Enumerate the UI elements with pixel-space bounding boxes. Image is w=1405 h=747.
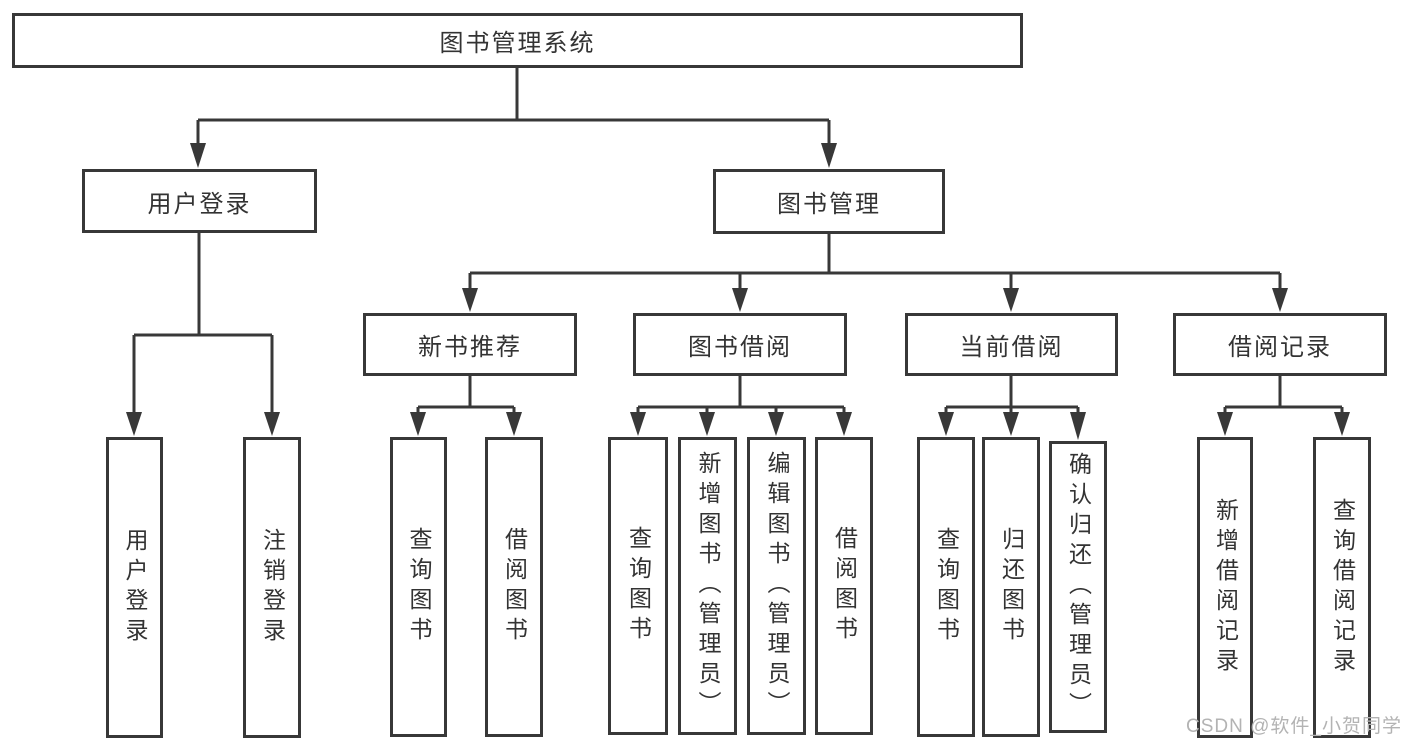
node-current-borrow: 当前借阅 bbox=[905, 313, 1118, 376]
leaf-return-book-label: 归还图书 bbox=[998, 527, 1025, 647]
leaf-add-record: 新增借阅记录 bbox=[1197, 437, 1253, 738]
node-new-book-rec: 新书推荐 bbox=[363, 313, 577, 376]
leaf-borrow-book-1: 借阅图书 bbox=[485, 437, 543, 737]
node-book-mgmt-label: 图书管理 bbox=[777, 191, 881, 218]
node-borrow-record: 借阅记录 bbox=[1173, 313, 1387, 376]
node-user-login: 用户登录 bbox=[82, 169, 317, 233]
leaf-add-record-label: 新增借阅记录 bbox=[1212, 497, 1239, 678]
leaf-user-login-label: 用户登录 bbox=[122, 527, 148, 648]
leaf-logout: 注销登录 bbox=[243, 437, 301, 738]
leaf-borrow-book-2-label: 借阅图书 bbox=[831, 526, 858, 646]
leaf-edit-book: 编辑图书（管理员） bbox=[747, 437, 806, 735]
node-new-book-rec-label: 新书推荐 bbox=[418, 334, 522, 361]
leaf-query-book-2-label: 查询图书 bbox=[625, 526, 652, 646]
node-borrow-record-label: 借阅记录 bbox=[1228, 334, 1332, 361]
leaf-query-record-label: 查询借阅记录 bbox=[1329, 497, 1356, 678]
csdn-watermark: CSDN @软件_小贺同学 bbox=[1186, 716, 1402, 737]
leaf-query-book-3-label: 查询图书 bbox=[933, 527, 960, 647]
leaf-confirm-return: 确认归还（管理员） bbox=[1049, 441, 1107, 733]
leaf-add-book-label: 新增图书（管理员） bbox=[695, 451, 721, 721]
leaf-borrow-book-1-label: 借阅图书 bbox=[501, 527, 528, 647]
node-book-borrow: 图书借阅 bbox=[633, 313, 847, 376]
leaf-query-book-1-label: 查询图书 bbox=[406, 527, 432, 647]
leaf-confirm-return-label: 确认归还（管理员） bbox=[1065, 452, 1092, 722]
leaf-add-book: 新增图书（管理员） bbox=[678, 437, 737, 735]
leaf-user-login: 用户登录 bbox=[106, 437, 163, 738]
node-book-borrow-label: 图书借阅 bbox=[688, 334, 792, 361]
leaf-return-book: 归还图书 bbox=[982, 437, 1040, 737]
node-root-label: 图书管理系统 bbox=[439, 30, 596, 57]
leaf-query-book-1: 查询图书 bbox=[390, 437, 447, 737]
leaf-borrow-book-2: 借阅图书 bbox=[815, 437, 873, 735]
leaf-query-book-3: 查询图书 bbox=[917, 437, 975, 737]
leaf-logout-label: 注销登录 bbox=[259, 527, 286, 648]
node-current-borrow-label: 当前借阅 bbox=[959, 334, 1064, 361]
leaf-query-book-2: 查询图书 bbox=[608, 437, 668, 735]
node-book-mgmt: 图书管理 bbox=[713, 169, 945, 234]
leaf-edit-book-label: 编辑图书（管理员） bbox=[764, 451, 790, 721]
node-user-login-label: 用户登录 bbox=[147, 190, 252, 218]
leaf-query-record: 查询借阅记录 bbox=[1313, 437, 1371, 738]
node-root: 图书管理系统 bbox=[12, 13, 1023, 68]
